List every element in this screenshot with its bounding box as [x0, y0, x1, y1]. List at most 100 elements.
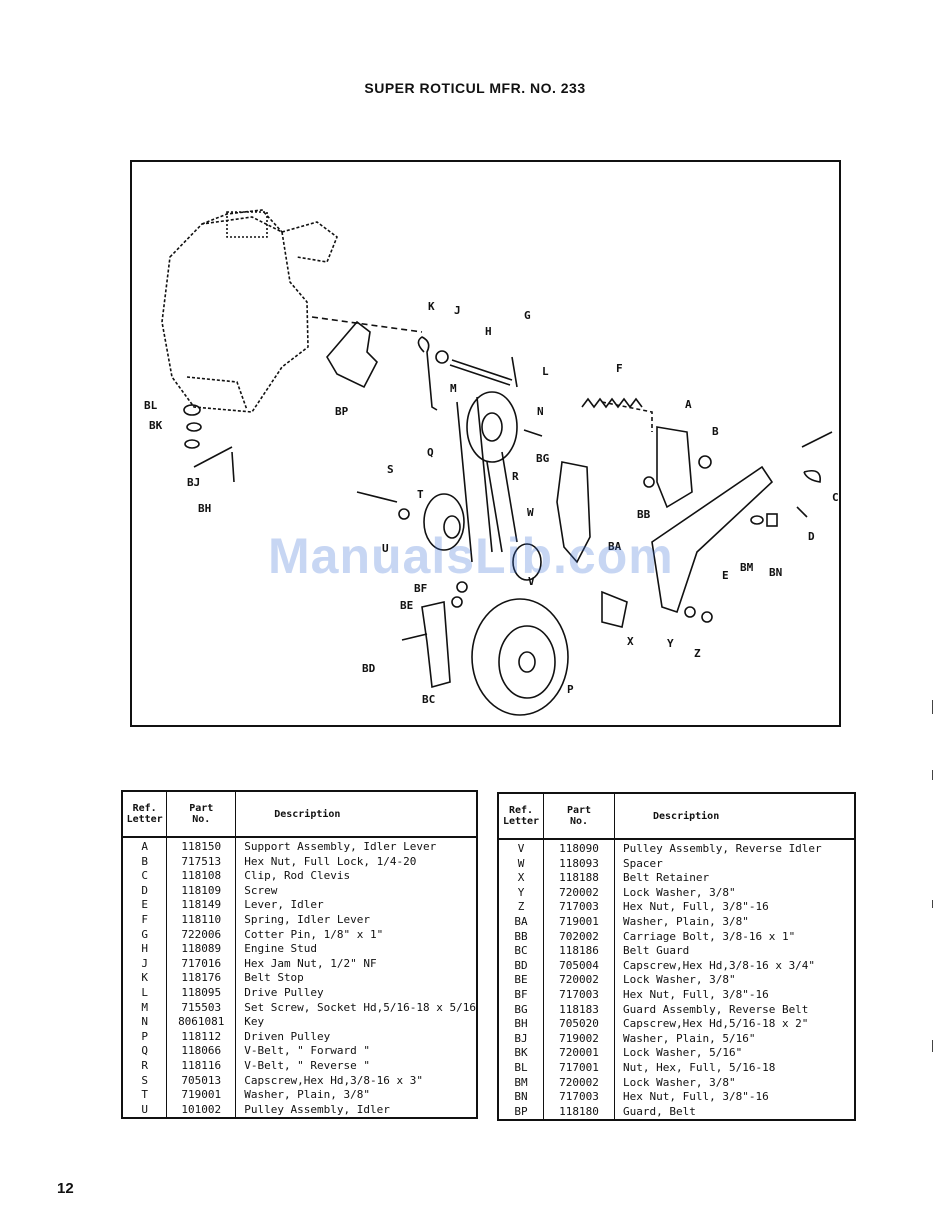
description-cell: Capscrew,Hex Hd,5/16-18 x 2": [614, 1017, 855, 1032]
description-cell: Lever, Idler: [235, 898, 477, 913]
table-header-row: Ref. Letter Part No. Description: [122, 791, 477, 838]
callout-bl: BL: [144, 399, 158, 412]
callout-v: V: [528, 575, 535, 588]
ref-letter-cell: BK: [514, 1046, 528, 1060]
ref-letter-cell: R: [141, 1058, 148, 1072]
ref-letter-cell: K: [141, 971, 148, 985]
part-no-cell: 715503: [166, 1000, 236, 1016]
ref-letter-cell: X: [517, 871, 525, 885]
ref-letter-cell: BF: [514, 987, 528, 1001]
ref-letter-cell: BB: [514, 929, 528, 943]
description-cell: Spring, Idler Lever: [235, 912, 477, 928]
part-no-cell: 717513: [166, 854, 236, 870]
part-no-cell: 717003: [543, 987, 615, 1003]
part-no-cell: 118116: [166, 1058, 236, 1074]
part-no-cell: 722006: [166, 927, 236, 943]
part-no-cell: 118149: [166, 898, 236, 913]
page-title: SUPER ROTICUL MFR. NO. 233: [364, 80, 586, 96]
description-cell: V-Belt, " Forward ": [235, 1044, 477, 1059]
part-no-cell: 118176: [166, 971, 236, 986]
ref-letter-cell: D: [141, 883, 148, 897]
part-no-cell: 705013: [166, 1073, 236, 1089]
header-part-line1: Part: [566, 805, 592, 816]
description-cell: Belt Retainer: [614, 871, 855, 886]
margin-mark: [932, 1040, 933, 1052]
part-no-cell: 720002: [543, 973, 615, 988]
description-cell: Clip, Rod Clevis: [235, 869, 477, 884]
header-part-line2: No.: [192, 814, 211, 825]
header-ref-line2: Letter: [502, 816, 540, 827]
ref-letter-cell: Z: [517, 900, 525, 914]
part-no-header: Part No.: [166, 791, 236, 838]
part-no-cell: 720001: [543, 1046, 615, 1061]
description-cell: Key: [235, 1015, 477, 1030]
part-no-cell: 118095: [166, 985, 236, 1001]
part-no-cell: 118180: [543, 1104, 615, 1121]
header-part-line2: No.: [569, 816, 589, 827]
part-no-cell: 118112: [166, 1029, 236, 1045]
description-cell: Driven Pulley: [235, 1029, 477, 1045]
part-no-cell: 8061081: [166, 1015, 236, 1030]
callout-k: K: [428, 300, 435, 313]
part-no-cell: 118109: [166, 883, 236, 899]
callout-e: E: [722, 569, 729, 582]
ref-letter-cell: BN: [514, 1090, 528, 1104]
description-cell: Hex Nut, Full Lock, 1/4-20: [235, 854, 477, 870]
ref-letter-cell: BP: [514, 1104, 528, 1118]
description-cell: Washer, Plain, 5/16": [614, 1031, 855, 1047]
part-no-cell: 118183: [543, 1002, 615, 1018]
callout-y: Y: [667, 637, 674, 650]
ref-letter-cell: P: [141, 1029, 148, 1043]
diagram-drawing: BL BK BJ BH BP K J H G M L F N A B BB BG…: [144, 209, 839, 716]
exploded-parts-diagram: BL BK BJ BH BP K J H G M L F N A B BB BG…: [130, 160, 841, 727]
description-cell: Pulley Assembly, Idler: [235, 1102, 477, 1119]
ref-letter-cell: BA: [514, 914, 528, 928]
callout-bg: BG: [536, 452, 550, 465]
callout-w: W: [527, 506, 534, 519]
description-cell: Screw: [235, 883, 477, 899]
part-no-cell: 720002: [543, 885, 615, 901]
part-no-cell: 717016: [166, 956, 236, 972]
margin-mark: [932, 700, 933, 714]
description-cell: Drive Pulley: [235, 985, 477, 1001]
description-cell: Spacer: [614, 856, 855, 872]
description-cell: Hex Jam Nut, 1/2" NF: [235, 956, 477, 972]
part-no-cell: 717001: [543, 1060, 615, 1076]
ref-letter-header: Ref. Letter: [498, 793, 544, 840]
callout-x: X: [627, 635, 634, 648]
part-no-cell: 118093: [543, 856, 615, 872]
ref-letter-cell: B: [141, 854, 148, 868]
description-cell: Lock Washer, 3/8": [614, 973, 855, 988]
part-no-cell: 118108: [166, 869, 236, 884]
description-cell: V-Belt, " Reverse ": [235, 1058, 477, 1074]
header-ref-line1: Ref.: [132, 803, 157, 814]
ref-letter-cell: S: [141, 1073, 148, 1087]
description-cell: Guard, Belt: [614, 1104, 855, 1121]
ref-letter-cell: BL: [514, 1060, 528, 1074]
description-cell: Pulley Assembly, Reverse Idler: [614, 839, 855, 857]
callout-r: R: [512, 470, 519, 483]
description-cell: Capscrew,Hex Hd,3/8-16 x 3": [235, 1073, 477, 1089]
ref-letter-cell: BH: [514, 1017, 528, 1031]
callout-q: Q: [427, 446, 434, 459]
